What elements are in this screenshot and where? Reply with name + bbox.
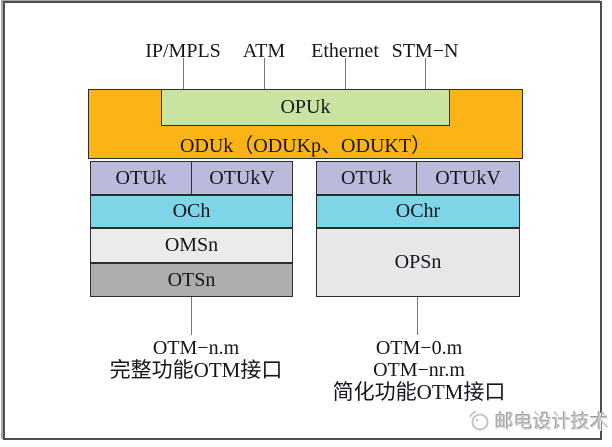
leader-line-atm xyxy=(264,58,265,90)
full-otm-otuk-box: OTUk xyxy=(90,161,192,195)
reduced-otm-opsn-label: OPSn xyxy=(394,251,442,273)
full-otm-interface-name: OTM−n.m xyxy=(152,337,240,359)
full-otm-connector-line xyxy=(191,297,192,335)
figure-border-frame xyxy=(3,1,602,440)
full-otm-otuk-label: OTUk xyxy=(115,166,167,189)
leader-line-ip-mpls xyxy=(183,58,184,90)
full-otm-otukv-box: OTUkV xyxy=(192,161,293,195)
reduced-otm-otuk-label: OTUk xyxy=(340,166,393,189)
reduced-otm-interface-name-1: OTM−0.m xyxy=(375,337,463,359)
reduced-otm-interface-desc: 简化功能OTM接口 xyxy=(332,380,506,404)
reduced-otm-opsn-box: OPSn xyxy=(316,228,520,297)
reduced-otm-otuk-box: OTUk xyxy=(316,161,417,195)
watermark-text: 邮电设计技术 xyxy=(495,412,610,433)
client-signal-label-stm-n: STM−N xyxy=(391,40,459,62)
client-signal-label-ethernet: Ethernet xyxy=(311,40,379,62)
full-otm-interface-caption: OTM−n.m 完整功能OTM接口 xyxy=(110,337,283,381)
full-otm-otukv-label: OTUkV xyxy=(209,166,275,189)
reduced-otm-interface-name-2: OTM−nr.m xyxy=(373,359,465,381)
oduk-label: ODUk（ODUKp、ODUKT） xyxy=(179,135,432,157)
reduced-otm-ochr-box: OChr xyxy=(316,195,520,228)
reduced-otm-connector-line xyxy=(417,297,418,335)
reduced-otm-otukv-box: OTUkV xyxy=(417,161,520,195)
opuk-layer-box: OPUk xyxy=(161,89,450,126)
watermark: 邮电设计技术 xyxy=(468,407,609,434)
opuk-label: OPUk xyxy=(280,96,331,118)
full-otm-otsn-label: OTSn xyxy=(167,268,216,291)
reduced-otm-otukv-label: OTUkV xyxy=(435,166,501,189)
watermark-logo-icon xyxy=(469,410,489,430)
reduced-otm-ochr-label: OChr xyxy=(395,200,441,222)
full-otm-och-label: OCh xyxy=(172,200,211,222)
client-signal-label-ip-mpls: IP/MPLS xyxy=(145,40,221,62)
reduced-otm-otu-row: OTUk OTUkV xyxy=(316,161,520,195)
client-signal-label-atm: ATM xyxy=(242,40,286,62)
reduced-otm-interface-caption: OTM−0.m OTM−nr.m 简化功能OTM接口 xyxy=(333,337,506,403)
leader-line-stm-n xyxy=(425,58,426,90)
full-otm-omsn-box: OMSn xyxy=(90,228,293,263)
full-otm-interface-desc: 完整功能OTM接口 xyxy=(109,358,283,382)
full-otm-otu-row: OTUk OTUkV xyxy=(90,161,293,195)
full-otm-och-box: OCh xyxy=(90,195,293,228)
leader-line-ethernet xyxy=(345,58,346,90)
full-otm-otsn-box: OTSn xyxy=(90,263,293,297)
full-otm-omsn-label: OMSn xyxy=(164,234,219,256)
